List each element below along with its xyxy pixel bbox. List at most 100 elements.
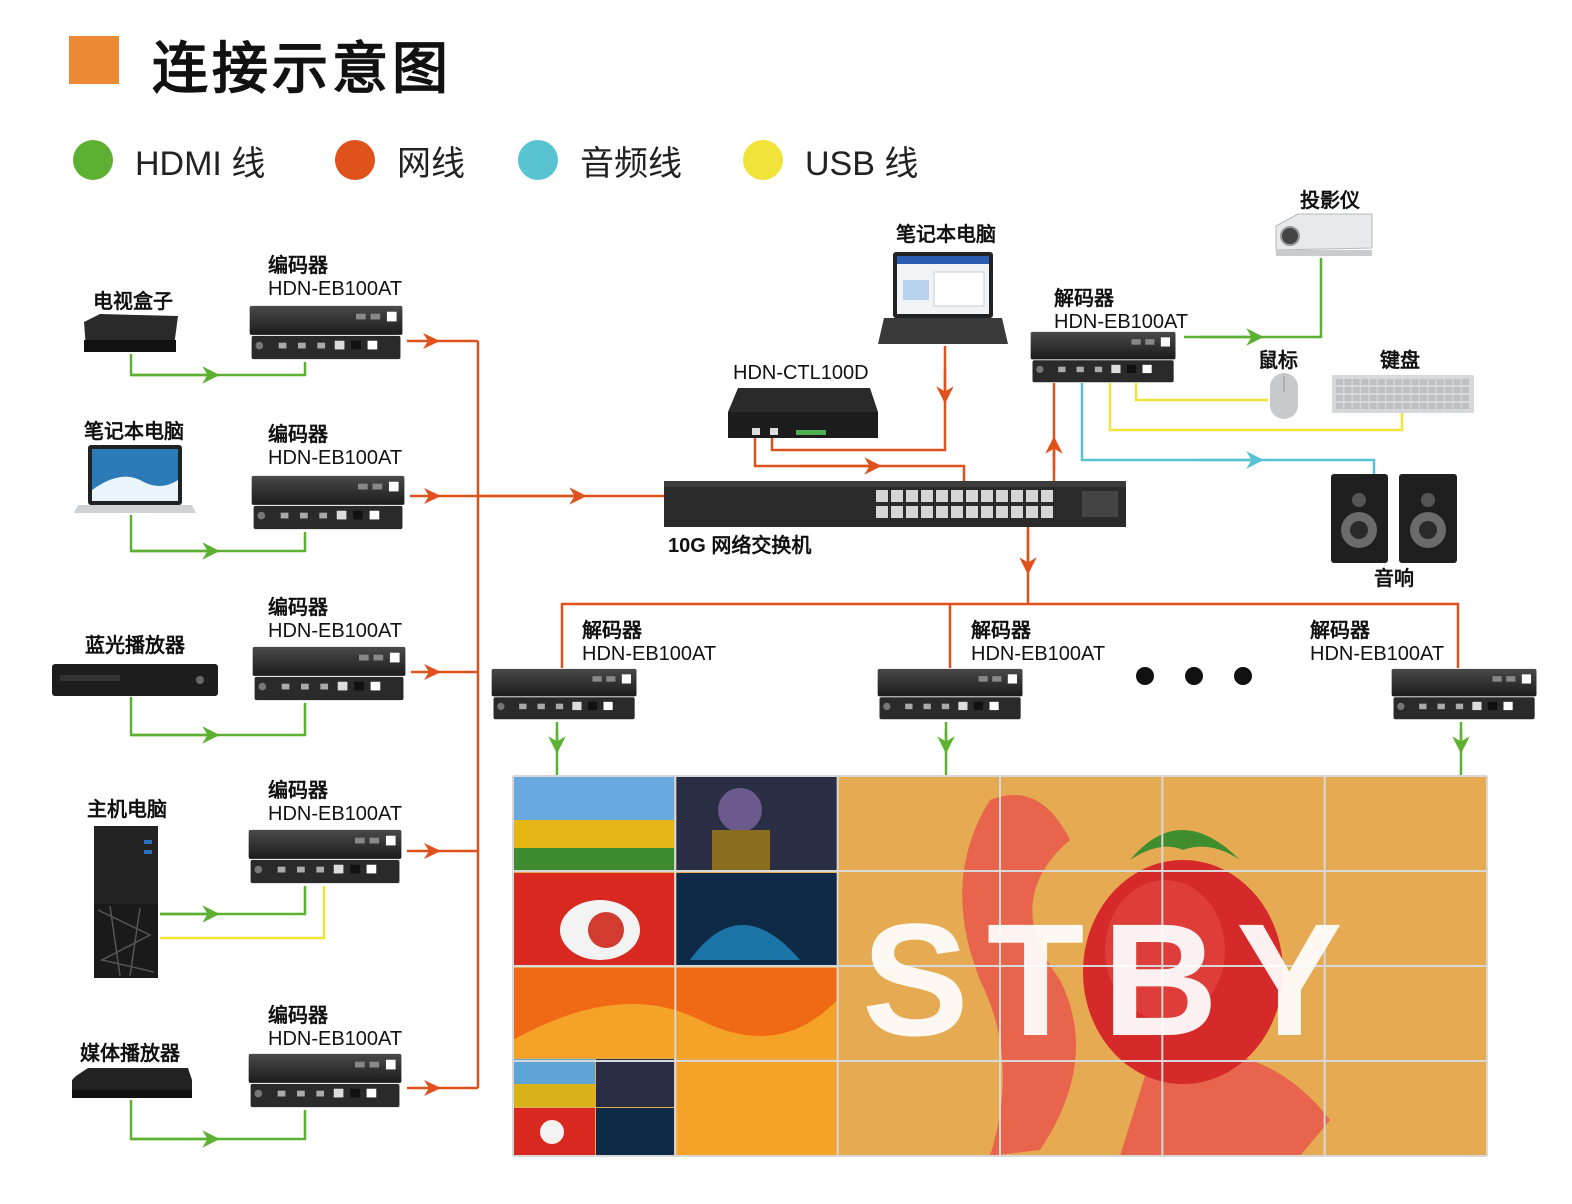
keyboard-key bbox=[1428, 403, 1436, 409]
keyboard-key bbox=[1462, 395, 1469, 401]
source-label-desktop: 主机电脑 bbox=[87, 799, 167, 821]
keyboard-key bbox=[1361, 379, 1369, 385]
switch-port bbox=[936, 490, 948, 502]
switch-port bbox=[1011, 490, 1023, 502]
laptop-icon bbox=[74, 445, 196, 513]
keyboard-key bbox=[1344, 395, 1352, 401]
keyboard-key bbox=[1369, 403, 1377, 409]
keyboard-key bbox=[1336, 387, 1343, 393]
keyboard-key bbox=[1361, 395, 1369, 401]
keyboard-key bbox=[1378, 395, 1385, 401]
projector-label: 投影仪 bbox=[1300, 190, 1360, 212]
legend-item-usb: USB 线 bbox=[743, 138, 919, 183]
keyboard-key bbox=[1420, 403, 1427, 409]
mouse-label: 鼠标 bbox=[1258, 350, 1298, 372]
keyboard-key bbox=[1361, 387, 1369, 393]
keyboard-label: 键盘 bbox=[1380, 350, 1420, 372]
keyboard-key bbox=[1386, 379, 1394, 385]
network-switch-icon bbox=[664, 481, 1126, 527]
switch-port bbox=[876, 506, 888, 518]
switch-port bbox=[981, 506, 993, 518]
control-laptop-icon bbox=[878, 252, 1008, 344]
switch-port bbox=[951, 490, 963, 502]
keyboard-key bbox=[1386, 403, 1394, 409]
more-decoders-ellipsis bbox=[1136, 667, 1283, 690]
keyboard-key bbox=[1453, 379, 1461, 385]
keyboard-key bbox=[1352, 387, 1360, 393]
switch-port bbox=[906, 490, 918, 502]
keyboard-key bbox=[1428, 387, 1436, 393]
keyboard-key bbox=[1403, 379, 1411, 385]
network-legend-dot bbox=[335, 140, 375, 180]
media-player-icon bbox=[72, 1068, 192, 1098]
keyboard-key bbox=[1352, 403, 1360, 409]
encoder-device-5 bbox=[248, 1053, 402, 1108]
encoder-device-4 bbox=[248, 829, 402, 884]
keyboard-key bbox=[1453, 403, 1461, 409]
keyboard-key bbox=[1436, 379, 1444, 385]
keyboard-key bbox=[1386, 387, 1394, 393]
keyboard-key bbox=[1344, 387, 1352, 393]
keyboard-key bbox=[1411, 395, 1419, 401]
decoder-device-top bbox=[1030, 331, 1176, 383]
controller-device-icon bbox=[728, 388, 878, 438]
video-wall-text: STBY bbox=[862, 890, 1361, 1069]
legend-label-hdmi: HDMI 线 bbox=[135, 144, 266, 183]
legend-label-usb: USB 线 bbox=[805, 144, 919, 183]
keyboard-key bbox=[1369, 395, 1377, 401]
switch-port bbox=[891, 490, 903, 502]
audio-legend-dot bbox=[518, 140, 558, 180]
switch-port bbox=[996, 490, 1008, 502]
keyboard-key bbox=[1403, 387, 1411, 393]
encoder-device-3 bbox=[252, 646, 406, 701]
decoder-device-1 bbox=[491, 668, 637, 720]
switch-port bbox=[951, 506, 963, 518]
tv-box-icon bbox=[84, 314, 178, 352]
controller-label: HDN-CTL100D bbox=[733, 362, 869, 384]
keyboard-key bbox=[1403, 403, 1411, 409]
keyboard-key bbox=[1336, 403, 1343, 409]
keyboard-icon bbox=[1332, 375, 1474, 413]
source-label-media-player: 媒体播放器 bbox=[80, 1043, 180, 1065]
keyboard-key bbox=[1453, 395, 1461, 401]
switch-port bbox=[1041, 490, 1053, 502]
legend-item-audio: 音频线 bbox=[518, 138, 682, 183]
switch-port bbox=[936, 506, 948, 518]
keyboard-key bbox=[1462, 403, 1469, 409]
speakers-icon bbox=[1331, 474, 1457, 563]
legend-item-hdmi: HDMI 线 bbox=[73, 138, 266, 183]
keyboard-key bbox=[1336, 379, 1343, 385]
keyboard-key bbox=[1369, 387, 1377, 393]
keyboard-key bbox=[1436, 403, 1444, 409]
source-label-laptop: 笔记本电脑 bbox=[84, 421, 184, 443]
usb-legend-dot bbox=[743, 140, 783, 180]
legend-item-network: 网线 bbox=[335, 138, 465, 183]
keyboard-key bbox=[1453, 387, 1461, 393]
switch-port bbox=[921, 490, 933, 502]
mouse-icon bbox=[1270, 373, 1298, 419]
keyboard-key bbox=[1420, 379, 1427, 385]
keyboard-key bbox=[1352, 395, 1360, 401]
keyboard-key bbox=[1394, 395, 1402, 401]
keyboard-key bbox=[1336, 395, 1343, 401]
switch-port bbox=[966, 490, 978, 502]
source-label-tv-box: 电视盒子 bbox=[93, 291, 173, 313]
keyboard-key bbox=[1361, 403, 1369, 409]
switch-port bbox=[966, 506, 978, 518]
keyboard-key bbox=[1436, 387, 1444, 393]
keyboard-key bbox=[1378, 403, 1385, 409]
keyboard-key bbox=[1445, 403, 1453, 409]
keyboard-key bbox=[1411, 387, 1419, 393]
switch-port bbox=[891, 506, 903, 518]
keyboard-key bbox=[1378, 379, 1385, 385]
